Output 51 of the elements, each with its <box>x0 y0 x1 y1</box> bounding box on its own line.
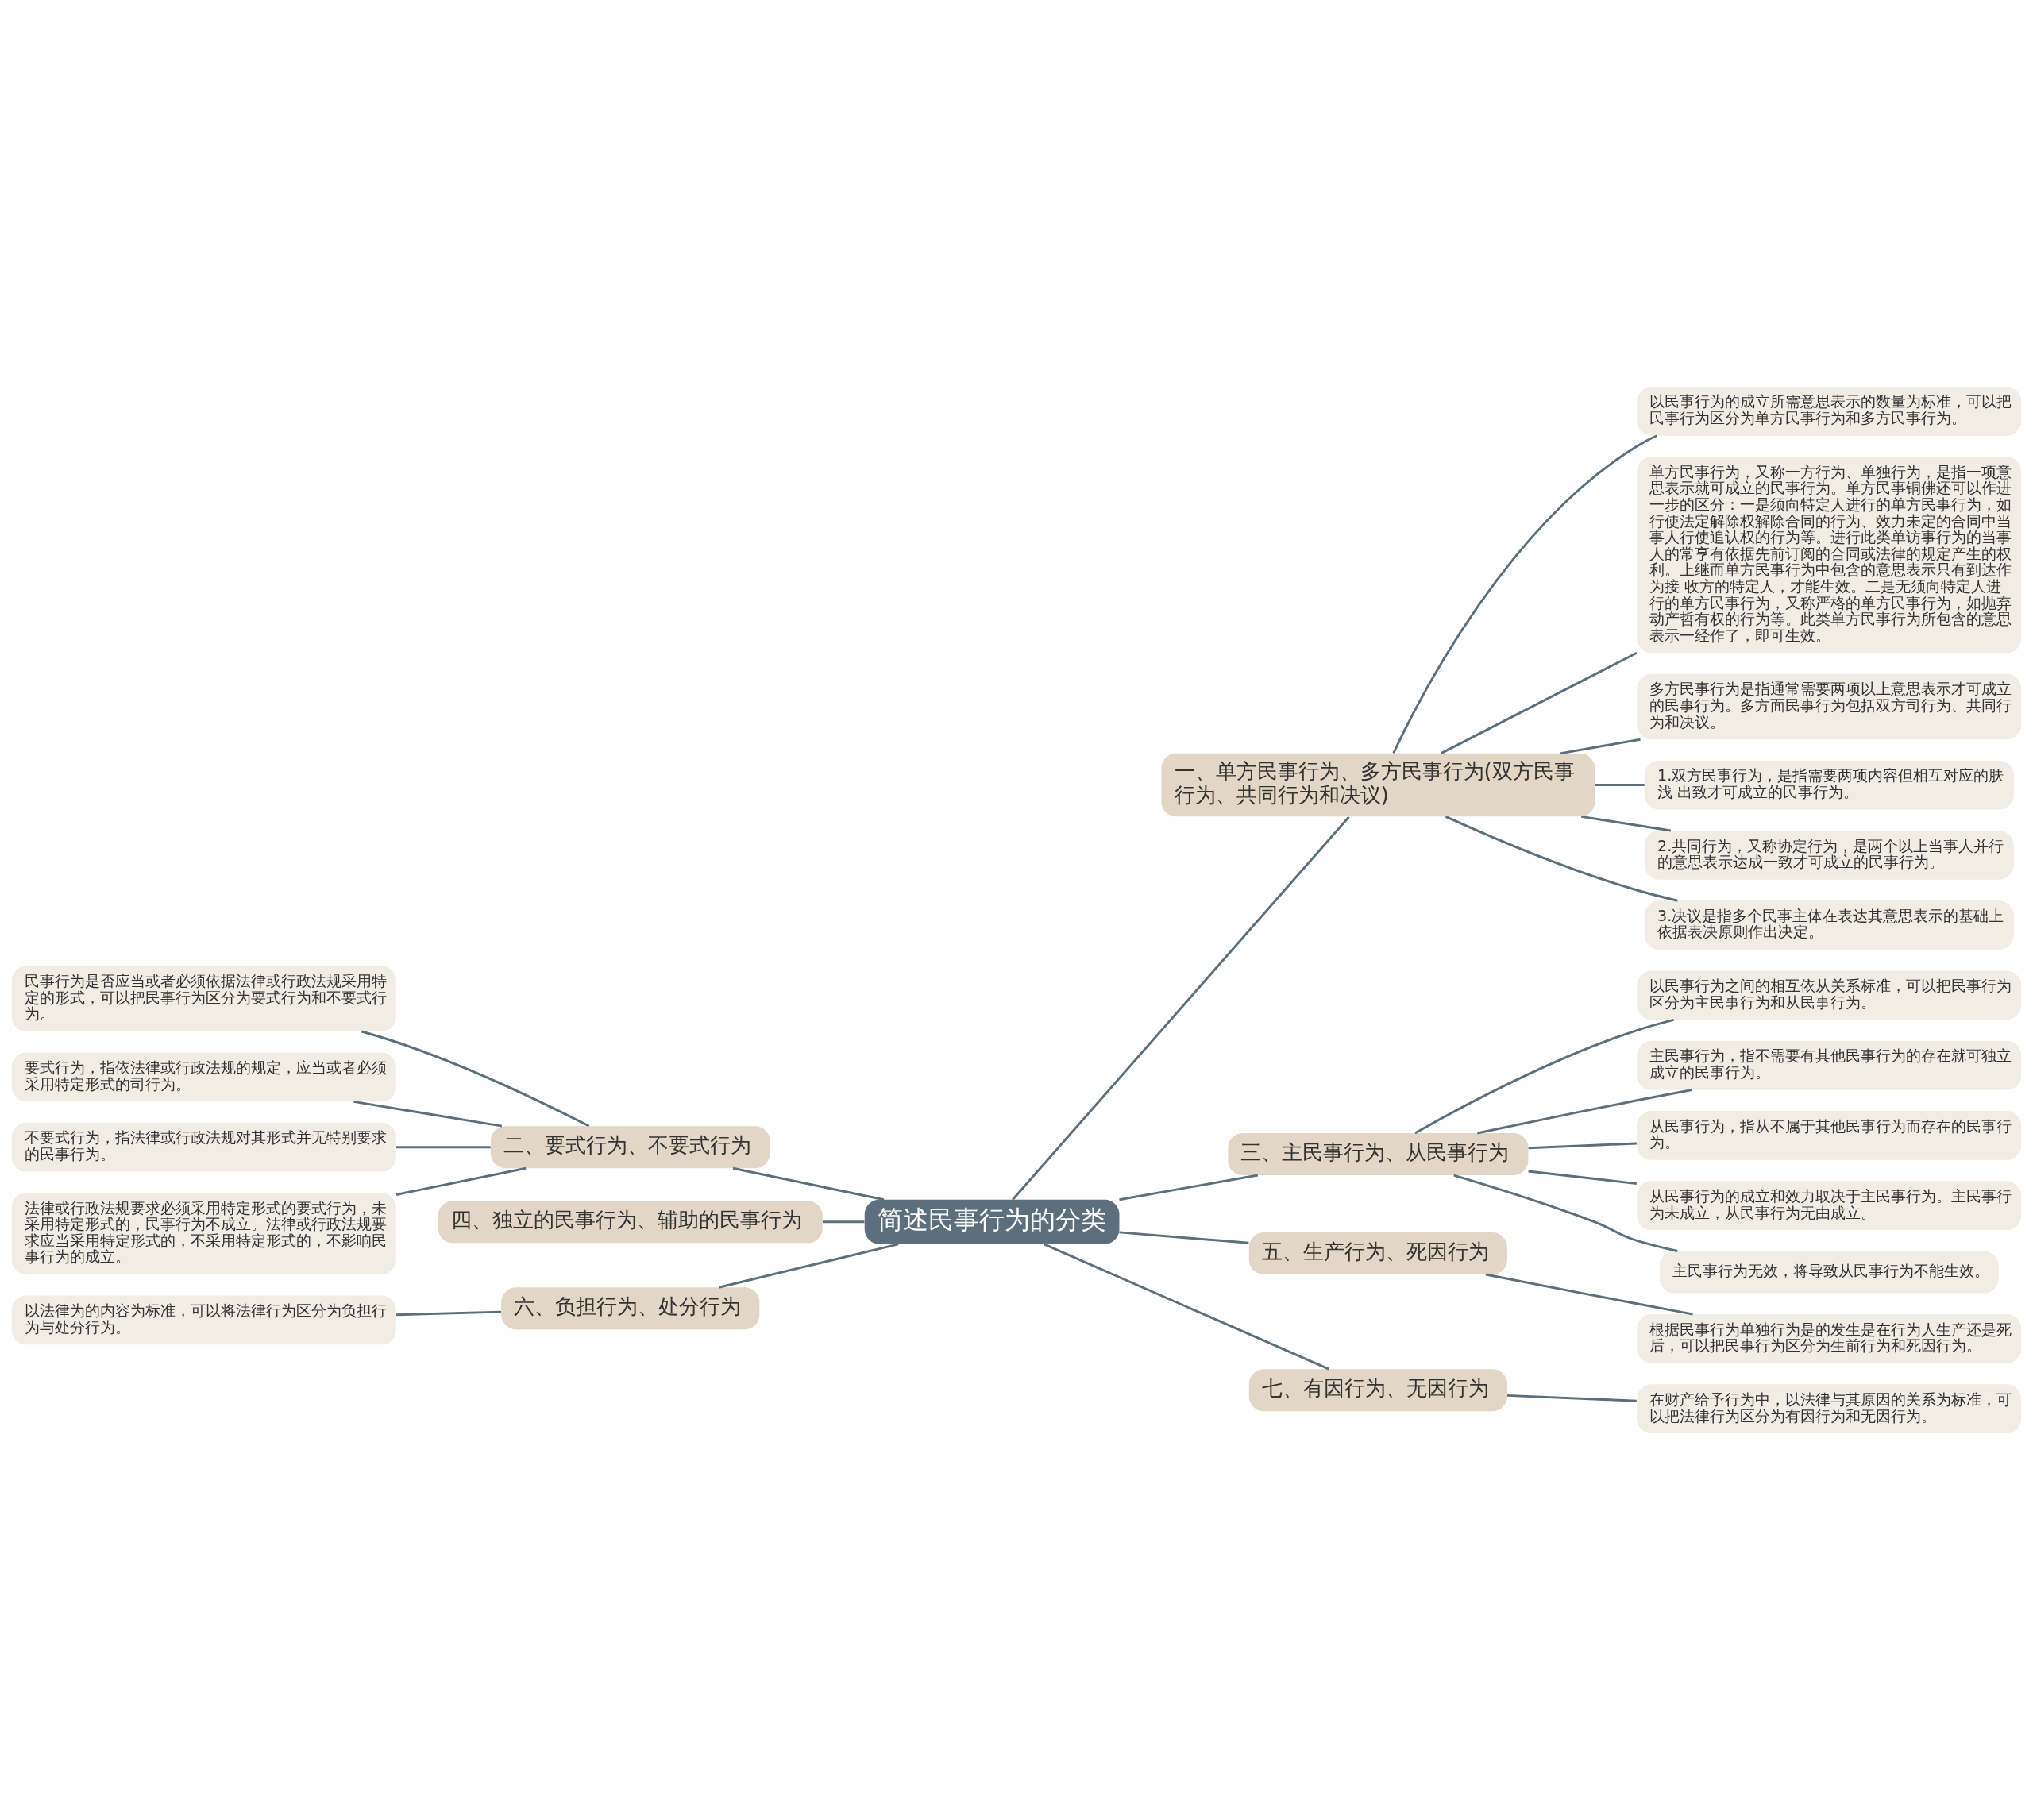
node-box: 1.双方民事行为，是指需要两项内容但相互对应的肤浅 出致才可成立的民事行为。 <box>1644 760 2014 810</box>
connector <box>1453 1174 1678 1252</box>
node-box: 多方民事行为是指通常需要两项以上意思表示才可成立的民事行为。多方面民事行为包括双方司行为、共同行为和决议。 <box>1637 673 2022 740</box>
connector <box>1414 1018 1674 1135</box>
connector <box>361 1030 590 1128</box>
node-box: 根据民事行为单独行为是的发生是在行为人生产还是死后，可以把民事行为区分为生前行为和死因行为。 <box>1637 1314 2022 1363</box>
connector <box>1012 816 1350 1201</box>
node-box: 要式行为，指依法律或行政法规的规定，应当或者必须采用特定形式的司行为。 <box>11 1052 396 1102</box>
node-box: 一、单方民事行为、多方民事行为(双方民事行为、共同行为和决议) <box>1161 753 1595 817</box>
node-box: 不要式行为，指法律或行政法规对其形式并无特别要求的民事行为。 <box>11 1122 396 1172</box>
node-box: 以民事行为之间的相互依从关系标准，可以把民事行为区分为主民事行为和从民事行为。 <box>1637 970 2022 1020</box>
connector <box>1392 434 1657 754</box>
node-box: 五、生产行为、死因行为 <box>1248 1232 1507 1275</box>
connector <box>1528 1142 1637 1150</box>
node-box: 从民事行为，指从不属于其他民事行为而存在的民事行为。 <box>1637 1111 2022 1160</box>
node-box: 2.共同行为，又称协定行为，是两个以上当事人并行的意思表示达成一致才可成立的民事行为。 <box>1644 830 2014 880</box>
node-box: 三、主民事行为、从民事行为 <box>1228 1133 1529 1175</box>
connector <box>1485 1273 1693 1316</box>
node-box: 六、负担行为、处分行为 <box>501 1287 760 1330</box>
connector <box>1477 1089 1692 1135</box>
connector <box>1441 651 1638 754</box>
node-box: 主民事行为，指不需要有其他民事行为的存在就可独立成立的民事行为。 <box>1637 1040 2022 1090</box>
connector <box>1445 815 1678 902</box>
node-box: 单方民事行为，又称一方行为、单独行为，是指一项意思表示就可成立的民事行为。单方民事铜佛还可以作进一步的区分：一是须向特定人进行的单方民事行为，如行使法定解除权解除合同的行为、效力未定的合同中当事人行使追认权的行为等。进行此类单访事行为的当事人的常享有依据先前订阅的合同或法律的规定产生的权利。上继而单方民事行为中包含的意思表示只有到达作为接 收方的特定人，才能生效。二是无须向特定人进行的单方民事行为，又称严格的单方民事行为，如抛弃动产哲有权的行为等。此类单方民事行为所包含的意思表示一经作了，即可生效。 <box>1637 457 2022 654</box>
connector <box>1119 1174 1259 1201</box>
node-box: 二、要式行为、不要式行为 <box>490 1126 770 1169</box>
node-box: 四、独立的民事行为、辅助的民事行为 <box>438 1201 823 1244</box>
connector <box>732 1166 885 1201</box>
connector <box>1528 1170 1638 1186</box>
node-box: 以法律为的内容为标准，可以将法律行为区分为负担行为与处分行为。 <box>11 1295 396 1345</box>
connector <box>1044 1243 1329 1371</box>
connector <box>395 1166 527 1196</box>
node-box: 在财产给予行为中，以法律与其原因的关系为标准，可以把法律行为区分为有因行为和无因行为。 <box>1637 1384 2022 1434</box>
node-box: 七、有因行为、无因行为 <box>1248 1369 1507 1412</box>
connector <box>353 1100 503 1128</box>
connector <box>396 1310 502 1317</box>
node-box: 以民事行为的成立所需意思表示的数量为标准，可以把民事行为区分为单方民事行为和多方民事行为。 <box>1637 386 2022 436</box>
connector <box>718 1243 899 1289</box>
node-box: 民事行为是否应当或者必须依据法律或行政法规采用特定的形式，可以把民事行为区分为要式行为和不要式行为。 <box>11 966 396 1031</box>
node-box: 3.决议是指多个民事主体在表达其意思表示的基础上依据表决原则作出决定。 <box>1644 900 2014 950</box>
node-box: 简述民事行为的分类 <box>864 1199 1120 1244</box>
connector <box>1560 738 1641 755</box>
connector <box>1595 784 1645 787</box>
connector <box>1119 1231 1249 1244</box>
node-box: 法律或行政法规要求必须采用特定形式的要式行为，未采用特定形式的，民事行为不成立。法律或行政法规要求应当采用特定形式的，不采用特定形式的，不影响民事行为的成立。 <box>11 1193 396 1275</box>
node-box: 从民事行为的成立和效力取决于主民事行为。主民事行为未成立，从民事行为无由成立。 <box>1637 1181 2022 1231</box>
connector <box>396 1146 491 1149</box>
connector <box>1506 1394 1637 1402</box>
node-box: 主民事行为无效，将导致从民事行为不能生效。 <box>1659 1251 1999 1294</box>
connector <box>823 1220 865 1224</box>
connector <box>1580 815 1672 832</box>
